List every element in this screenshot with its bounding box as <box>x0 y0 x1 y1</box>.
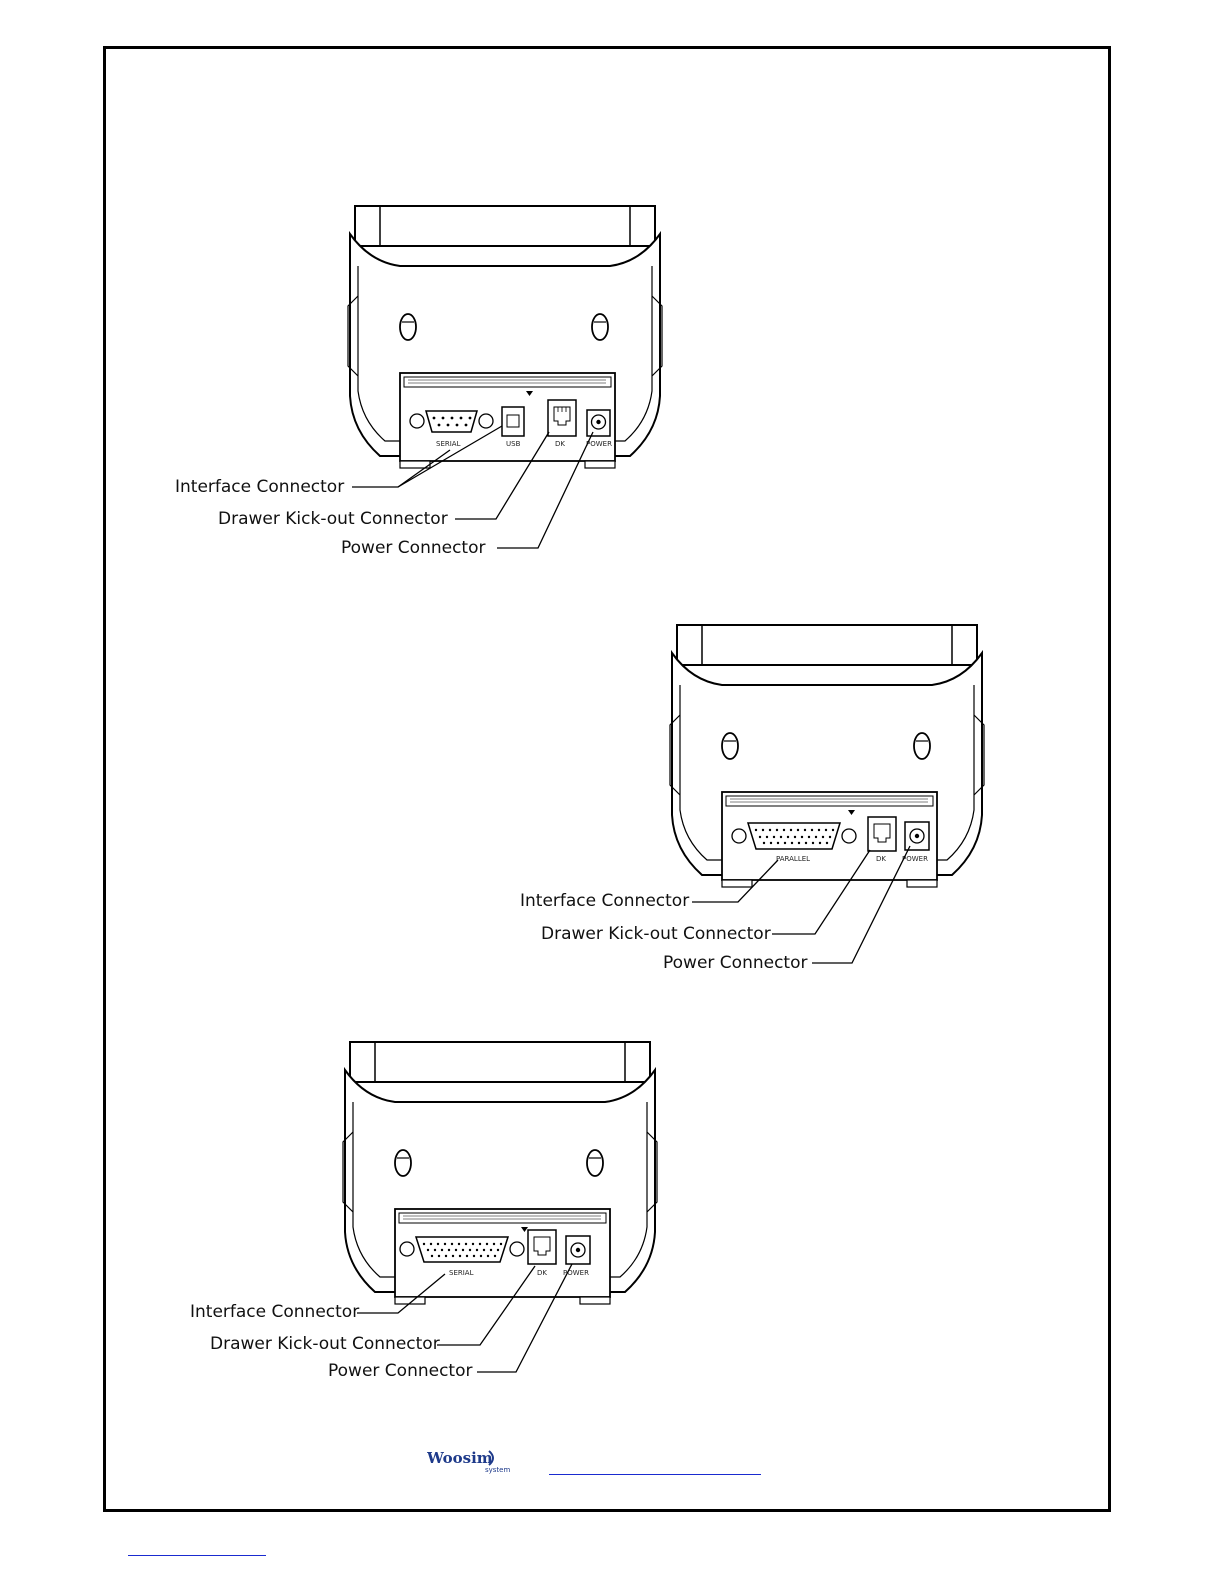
callout-power-connector: Power Connector <box>663 953 807 973</box>
callout-power-connector: Power Connector <box>341 538 485 558</box>
port-label-power: POWER <box>902 855 928 863</box>
printer-diagram-1: SERIAL USB DK POWER <box>348 206 662 468</box>
woosim-logo: Woosim system <box>427 1448 532 1474</box>
port-label-serial: SERIAL <box>449 1269 474 1277</box>
logo-wordmark: Woosim <box>427 1449 493 1467</box>
power-port: POWER <box>563 1236 590 1277</box>
port-label-parallel: PARALLEL <box>776 855 810 863</box>
callout-drawer-kickout-connector: Drawer Kick-out Connector <box>541 924 771 944</box>
printer-diagram-2: PARALLEL DK POWER <box>670 625 984 887</box>
port-label-power: POWER <box>586 440 612 448</box>
port-label-dk: DK <box>876 855 886 863</box>
power-port: POWER <box>586 410 612 448</box>
callout-drawer-kickout-connector: Drawer Kick-out Connector <box>210 1334 440 1354</box>
port-label-dk: DK <box>537 1269 547 1277</box>
port-label-dk: DK <box>555 440 565 448</box>
callout-interface-connector: Interface Connector <box>520 891 689 911</box>
callout-interface-connector: Interface Connector <box>190 1302 359 1322</box>
callout-interface-connector: Interface Connector <box>175 477 344 497</box>
printer-diagram-3: SERIAL DK POWER <box>343 1042 657 1304</box>
port-label-usb: USB <box>506 440 521 448</box>
bottom-link-underline[interactable] <box>128 1555 266 1556</box>
logo-subtitle: system <box>485 1466 510 1474</box>
power-port: POWER <box>902 822 929 863</box>
callout-drawer-kickout-connector: Drawer Kick-out Connector <box>218 509 448 529</box>
footer-link-underline[interactable] <box>549 1474 761 1475</box>
port-label-serial: SERIAL <box>436 440 461 448</box>
callout-power-connector: Power Connector <box>328 1361 472 1381</box>
